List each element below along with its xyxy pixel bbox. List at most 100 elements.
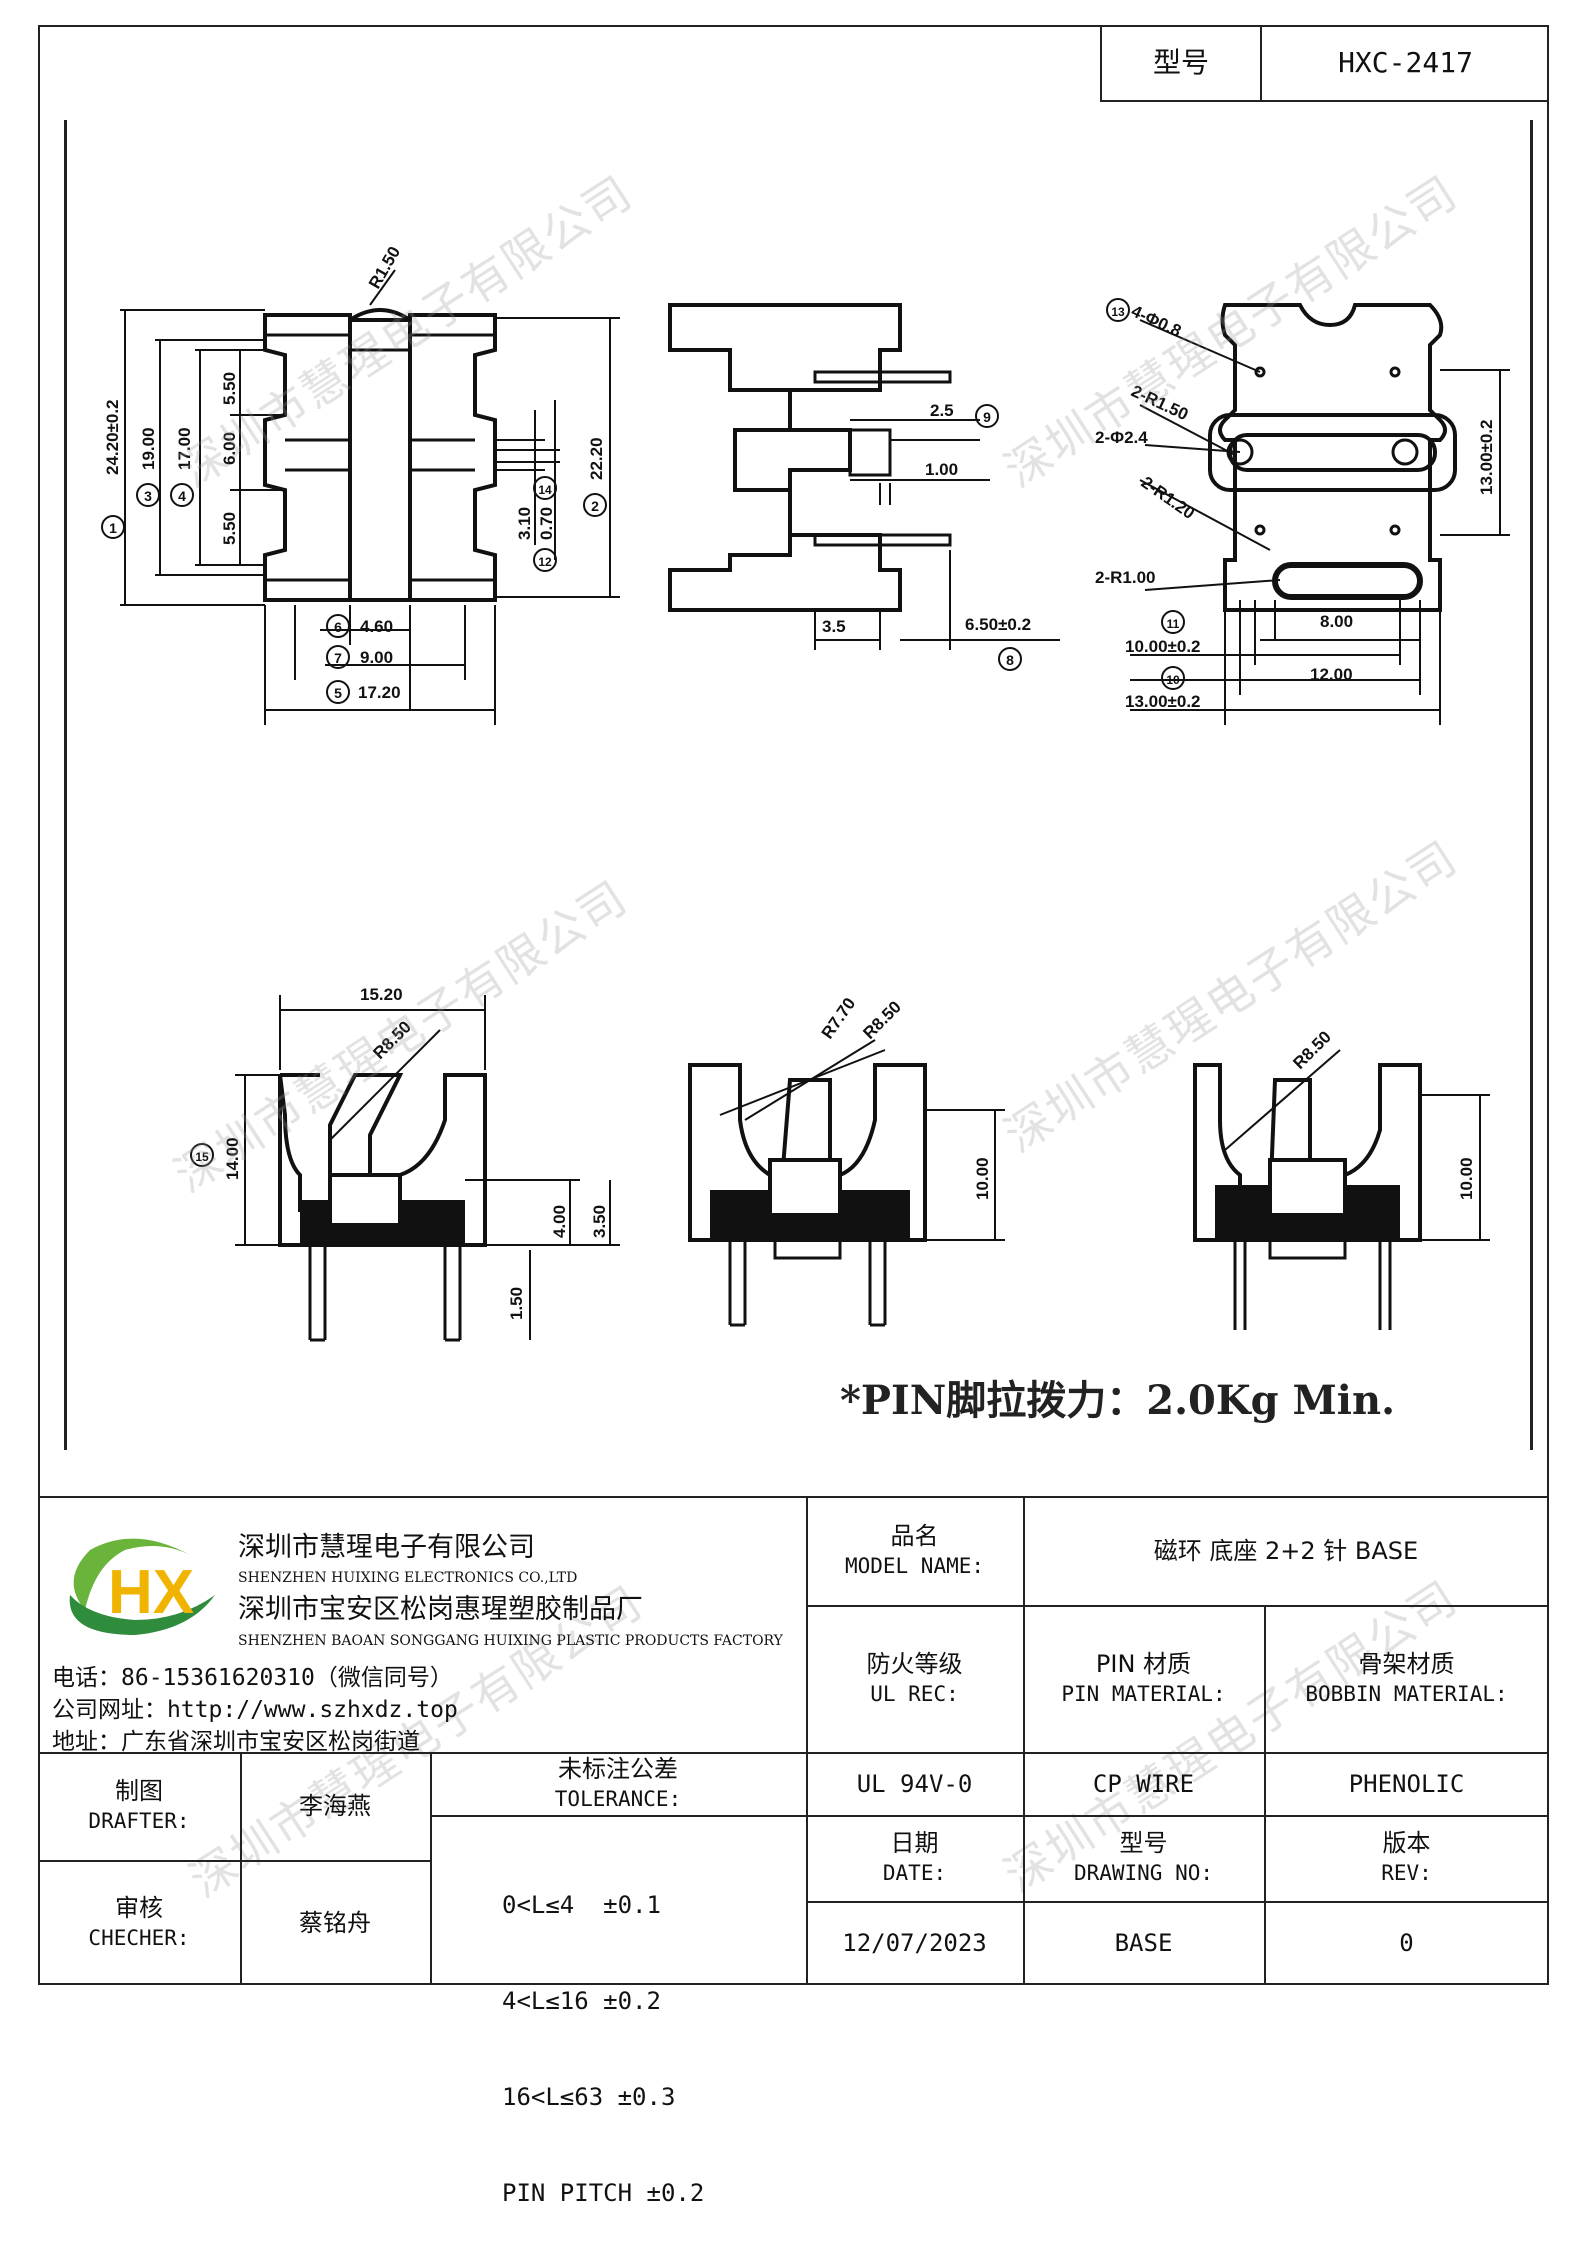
dim-5-50-top: 5.50 [220, 372, 239, 405]
callout-12: 12 [538, 555, 552, 569]
dim-6-00: 6.00 [220, 432, 239, 465]
tolerance-line: 16<L≤63 ±0.3 [502, 2083, 676, 2111]
dim-15-20: 15.20 [360, 985, 403, 1004]
pin-material-label: PIN 材质 PIN MATERIAL: [1023, 1605, 1264, 1752]
grid-line [806, 1901, 1549, 1903]
date-label: 日期 DATE: [806, 1815, 1023, 1901]
drawing-no-label: 型号 DRAWING NO: [1023, 1815, 1264, 1901]
bobbin-material-value: PHENOLIC [1348, 1769, 1465, 1798]
tolerance-label-en: TOLERANCE: [554, 1786, 682, 1811]
dim-2-r1-50: 2-R1.50 [1128, 381, 1191, 424]
rev-label: 版本 REV: [1264, 1815, 1549, 1901]
tolerance-values: 0<L≤4 ±0.1 4<L≤16 ±0.2 16<L≤63 ±0.3 PIN … [502, 1825, 802, 2241]
callout-4: 4 [178, 488, 186, 504]
dim-r8-50-left: R8.50 [369, 1017, 415, 1063]
factory-name-en: SHENZHEN BAOAN SONGGANG HUIXING PLASTIC … [238, 1633, 783, 1649]
tolerance-label: 未标注公差 TOLERANCE: [430, 1752, 806, 1815]
model-name-label-en: MODEL NAME: [844, 1553, 985, 1578]
drawing-no-label-en: DRAWING NO: [1073, 1861, 1214, 1885]
pin-material-label-en: PIN MATERIAL: [1061, 1681, 1226, 1706]
grid-line [430, 1815, 1549, 1817]
company-name-en: SHENZHEN HUIXING ELECTRONICS CO.,LTD [238, 1570, 578, 1586]
drafter-label-cn: 制图 [115, 1777, 163, 1805]
grid-line [38, 1752, 1549, 1754]
end-view-left [278, 1073, 487, 1342]
dim-3-50: 3.50 [590, 1205, 609, 1238]
top-dimension-lines [1130, 319, 1510, 725]
dim-10-00: 10.00±0.2 [1125, 637, 1201, 656]
dim-9-00: 9.00 [360, 648, 393, 667]
ul-rec-label-en: UL REC: [870, 1681, 959, 1706]
company-name-cn: 深圳市慧瑆电子有限公司 [238, 1532, 535, 1563]
dim-10-00-right: 10.00 [1457, 1157, 1476, 1200]
dim-6-50: 6.50±0.2 [965, 615, 1031, 634]
ul-rec-value: UL 94V-0 [856, 1769, 973, 1798]
callout-9: 9 [983, 409, 991, 425]
ul-rec-label-cn: 防火等级 [866, 1649, 963, 1678]
technical-drawing: 1 3 4 2 14 12 6 7 5 9 8 13 11 10 15 24.2… [101, 243, 1510, 1342]
model-name-value: 磁环 底座 2+2 针 BASE [1153, 1536, 1419, 1565]
pin-material-label-cn: PIN 材质 [1095, 1649, 1192, 1678]
checker-label: 审核 CHECHER: [38, 1860, 240, 1985]
grid-line [806, 1605, 1549, 1607]
grid-line [806, 1496, 808, 1985]
drawing-no-value: BASE [1114, 1929, 1173, 1957]
ul-rec-label: 防火等级 UL REC: [806, 1605, 1023, 1752]
end-view-right [1193, 1063, 1422, 1330]
title-block-top-border [38, 1496, 1549, 1498]
checker-label-en: CHECHER: [88, 1925, 190, 1950]
dim-1-50: 1.50 [507, 1287, 526, 1320]
callout-8: 8 [1006, 652, 1014, 668]
side-dimension-lines [814, 419, 1060, 650]
pin-material-value: CP WIRE [1092, 1769, 1195, 1798]
callout-6: 6 [334, 619, 342, 635]
dim-2-5: 2.5 [930, 401, 954, 420]
company-website: 公司网址：http://www.szhxdz.top [52, 1697, 458, 1723]
date-value: 12/07/2023 [842, 1929, 987, 1957]
dim-2-r1-20: 2-R1.20 [1138, 473, 1198, 523]
callout-1: 1 [109, 520, 117, 536]
dim-r8-50-middle: R8.50 [859, 997, 905, 1043]
grid-line [240, 1752, 242, 1985]
tolerance-line: 4<L≤16 ±0.2 [502, 1987, 661, 2015]
drafter-label: 制图 DRAFTER: [38, 1752, 240, 1860]
front-dimension-lines [120, 269, 620, 725]
dim-1-00: 1.00 [925, 460, 958, 479]
dim-14-00: 14.00 [223, 1137, 242, 1180]
dim-2-phi-2-4: 2-Φ2.4 [1095, 428, 1148, 447]
company-address: 地址：广东省深圳市宝安区松岗街道 [52, 1729, 420, 1755]
callout-2: 2 [591, 498, 599, 514]
dim-4-phi-0-8: 4-Φ0.8 [1128, 301, 1184, 340]
callout-5: 5 [334, 685, 342, 701]
date-label-cn: 日期 [890, 1829, 939, 1857]
dim-10-00-middle: 10.00 [973, 1157, 992, 1200]
rev-label-en: REV: [1381, 1861, 1432, 1885]
front-view [263, 308, 497, 602]
callout-3: 3 [144, 488, 152, 504]
dim-5-50-bottom: 5.50 [220, 512, 239, 545]
company-logo: HX [50, 1525, 225, 1645]
drafter-label-en: DRAFTER: [88, 1809, 190, 1833]
drafter-value: 李海燕 [299, 1792, 371, 1820]
tolerance-line: 0<L≤4 ±0.1 [502, 1891, 661, 1919]
drawing-sheet [38, 25, 1549, 1985]
logo-text: HX [108, 1558, 194, 1627]
header-model-label: 型号 [1102, 25, 1262, 100]
callout-10: 10 [1166, 673, 1180, 687]
callout-14: 14 [538, 483, 552, 497]
callout-7: 7 [334, 650, 342, 666]
callout-15: 15 [195, 1150, 209, 1164]
drawing-frame-right [1530, 120, 1533, 1450]
tolerance-line: PIN PITCH ±0.2 [502, 2179, 705, 2207]
model-name-label: 品名 MODEL NAME: [806, 1496, 1023, 1605]
end3-dimension-lines [1224, 1049, 1490, 1241]
rev-value: 0 [1399, 1929, 1414, 1957]
dim-12-00: 12.00 [1310, 665, 1353, 684]
end1-dimension-lines [235, 995, 620, 1340]
bobbin-material-label-cn: 骨架材质 [1358, 1649, 1455, 1678]
dim-8-00: 8.00 [1320, 612, 1353, 631]
dim-r7-70: R7.70 [818, 994, 860, 1042]
top-view [1208, 303, 1457, 612]
dim-19-00: 19.00 [139, 427, 158, 470]
rev-label-cn: 版本 [1382, 1829, 1431, 1857]
